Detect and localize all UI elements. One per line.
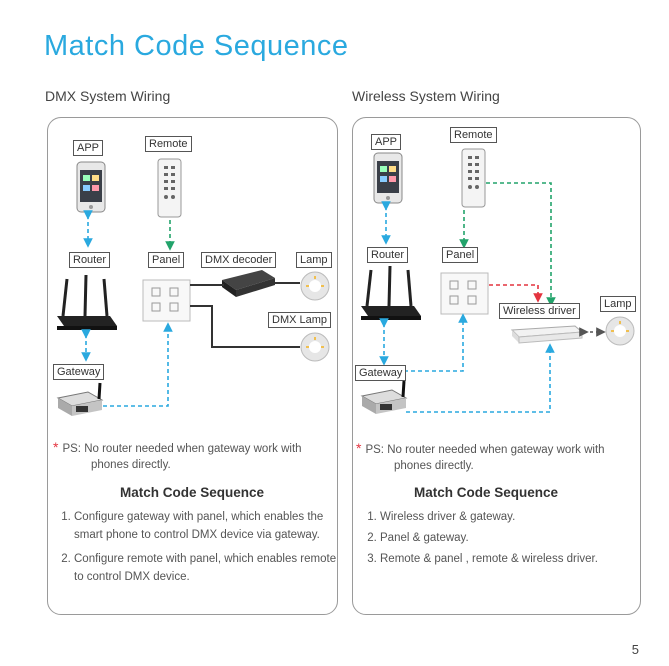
dmx-ps-line1: No router needed when gateway work with bbox=[84, 443, 302, 455]
dmx-ps-line2: phones directly. bbox=[91, 459, 171, 471]
list-item: Remote & panel , remote & wireless drive… bbox=[380, 550, 650, 568]
wireless-lamp-label: Lamp bbox=[600, 296, 636, 312]
asterisk-icon: * bbox=[356, 440, 362, 456]
dmx-ps-note: *PS: No router needed when gateway work … bbox=[53, 439, 335, 473]
dmx-phone-icon bbox=[76, 161, 106, 213]
list-item: Wireless driver & gateway. bbox=[380, 508, 650, 526]
asterisk-icon: * bbox=[53, 439, 59, 455]
wireless-ps-prefix: PS: bbox=[365, 444, 384, 456]
dmx-steps-list: Configure gateway with panel, which enab… bbox=[48, 508, 342, 592]
dmx-dmx-lamp-label: DMX Lamp bbox=[268, 312, 332, 328]
wireless-sequence-title: Match Code Sequence bbox=[414, 485, 559, 500]
dmx-panel-label: Panel bbox=[148, 252, 185, 268]
wireless-remote-icon bbox=[461, 148, 486, 208]
wireless-driver-icon bbox=[510, 325, 584, 344]
dmx-section-heading: DMX System Wiring bbox=[45, 88, 171, 104]
dmx-ps-prefix: PS: bbox=[62, 443, 81, 455]
wireless-panel-icon bbox=[440, 272, 489, 315]
dmx-decoder-icon bbox=[222, 270, 275, 297]
wireless-gateway-label: Gateway bbox=[355, 365, 407, 381]
wireless-ps-line2: phones directly. bbox=[394, 460, 474, 472]
list-item: Configure gateway with panel, which enab… bbox=[74, 508, 342, 544]
wireless-section-heading: Wireless System Wiring bbox=[352, 88, 500, 104]
page-number: 5 bbox=[631, 642, 639, 657]
dmx-remote-label: Remote bbox=[145, 136, 192, 152]
wireless-router-label: Router bbox=[367, 247, 409, 263]
dmx-sequence-title: Match Code Sequence bbox=[120, 485, 265, 500]
wireless-ps-line1: No router needed when gateway work with bbox=[387, 444, 605, 456]
dmx-router-label: Router bbox=[69, 252, 111, 268]
list-item: Configure remote with panel, which enabl… bbox=[74, 550, 342, 586]
wireless-lamp-icon bbox=[605, 316, 635, 346]
dmx-panel-icon bbox=[142, 279, 191, 322]
dmx-remote-icon bbox=[157, 158, 182, 218]
dmx-gateway-label: Gateway bbox=[53, 364, 105, 380]
wireless-steps-list: Wireless driver & gateway. Panel & gatew… bbox=[354, 508, 650, 574]
dmx-router-icon bbox=[57, 274, 117, 330]
wireless-phone-icon bbox=[373, 152, 403, 204]
wireless-app-label: APP bbox=[371, 134, 402, 150]
wireless-router-icon bbox=[361, 265, 421, 320]
page-title: Match Code Sequence bbox=[44, 30, 349, 62]
wireless-ps-note: *PS: No router needed when gateway work … bbox=[356, 440, 638, 474]
dmx-gateway-icon bbox=[56, 382, 104, 416]
list-item: Panel & gateway. bbox=[380, 529, 650, 547]
dmx-lamp2-icon bbox=[300, 332, 330, 362]
dmx-app-label: APP bbox=[73, 140, 104, 156]
dmx-lamp-label: Lamp bbox=[296, 252, 332, 268]
dmx-lamp-icon bbox=[300, 271, 330, 301]
dmx-decoder-label: DMX decoder bbox=[201, 252, 277, 268]
wireless-gateway-icon bbox=[360, 380, 408, 414]
wireless-driver-label: Wireless driver bbox=[499, 303, 580, 319]
wireless-panel-label: Panel bbox=[442, 247, 479, 263]
wireless-remote-label: Remote bbox=[450, 127, 497, 143]
